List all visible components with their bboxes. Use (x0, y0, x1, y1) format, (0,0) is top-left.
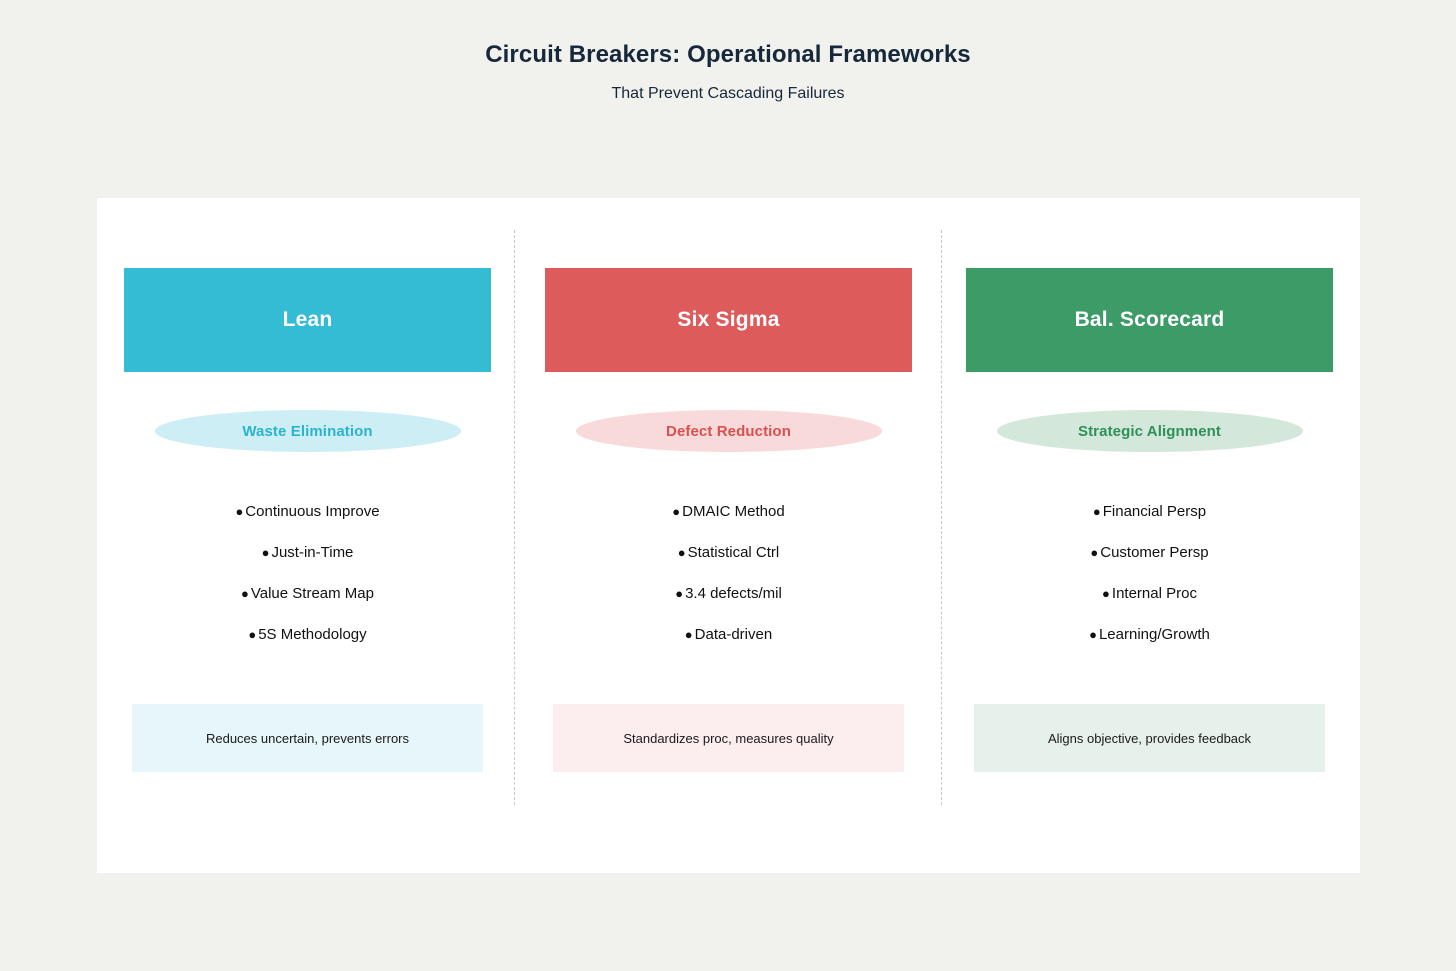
bullet-dot-icon: ● (1102, 586, 1110, 601)
list-item-label: DMAIC Method (682, 503, 785, 520)
title-block: Circuit Breakers: Operational Frameworks… (0, 0, 1456, 103)
list-item: ●DMAIC Method (518, 504, 939, 519)
list-item-label: Internal Proc (1111, 585, 1197, 602)
bullet-dot-icon: ● (684, 627, 693, 642)
column-header[interactable]: Lean (124, 268, 491, 372)
page-title: Circuit Breakers: Operational Frameworks (485, 41, 971, 68)
page-subtitle: That Prevent Cascading Failures (611, 85, 845, 102)
list-item-label: Customer Persp (1100, 544, 1209, 561)
list-item: ●Data-driven (518, 627, 939, 642)
column-header-label: Bal. Scorecard (1074, 308, 1225, 331)
column-tagline-label: Defect Reduction (666, 422, 791, 440)
column-header[interactable]: Six Sigma (545, 268, 912, 372)
list-item: ●Value Stream Map (97, 586, 518, 601)
list-item: ●Learning/Growth (939, 627, 1360, 642)
list-item-label: Learning/Growth (1098, 626, 1210, 643)
bullet-dot-icon: ● (1090, 545, 1099, 560)
column-tagline-pill: Strategic Alignment (996, 410, 1303, 452)
column-divider-2 (941, 230, 942, 805)
list-item-label: 3.4 defects/mil (685, 585, 782, 602)
bullet-dot-icon: ● (241, 586, 249, 601)
list-item-label: Value Stream Map (250, 585, 374, 602)
list-item: ●Statistical Ctrl (518, 545, 939, 560)
list-item: ●Financial Persp (939, 504, 1360, 519)
bullet-dot-icon: ● (675, 586, 684, 601)
list-item: ●5S Methodology (97, 627, 518, 642)
column-tagline-pill: Defect Reduction (575, 410, 882, 452)
column-header-label: Six Sigma (677, 308, 780, 331)
column-divider-1 (514, 230, 515, 805)
column-header[interactable]: Bal. Scorecard (966, 268, 1333, 372)
bullet-dot-icon: ● (1092, 504, 1101, 519)
list-item: ●Continuous Improve (97, 504, 518, 519)
list-item: ●Customer Persp (939, 545, 1360, 560)
column-feature-list: ●Continuous Improve●Just-in-Time●Value S… (97, 504, 518, 642)
column-summary-label: Reduces uncertain, prevents errors (205, 730, 410, 746)
list-item: ●Internal Proc (939, 586, 1360, 601)
bullet-dot-icon: ● (235, 504, 244, 519)
list-item-label: Statistical Ctrl (687, 544, 780, 561)
column-summary-label: Aligns objective, provides feedback (1047, 730, 1252, 746)
column-summary-box: Aligns objective, provides feedback (974, 704, 1325, 772)
column-tagline-pill: Waste Elimination (154, 410, 461, 452)
column-tagline-label: Waste Elimination (242, 422, 373, 440)
bullet-dot-icon: ● (677, 545, 686, 560)
list-item: ●3.4 defects/mil (518, 586, 939, 601)
list-item-label: Financial Persp (1102, 503, 1207, 520)
bullet-dot-icon: ● (672, 504, 681, 519)
column-tagline-label: Strategic Alignment (1077, 422, 1222, 440)
list-item: ●Just-in-Time (97, 545, 518, 560)
list-item-label: Just-in-Time (271, 544, 354, 561)
column-feature-list: ●DMAIC Method●Statistical Ctrl●3.4 defec… (518, 504, 939, 642)
bullet-dot-icon: ● (248, 627, 257, 642)
bullet-dot-icon: ● (261, 545, 270, 560)
list-item-label: 5S Methodology (258, 626, 367, 643)
column-header-label: Lean (282, 308, 333, 331)
column-feature-list: ●Financial Persp●Customer Persp●Internal… (939, 504, 1360, 642)
column-summary-box: Standardizes proc, measures quality (553, 704, 904, 772)
bullet-dot-icon: ● (1089, 627, 1097, 642)
list-item-label: Continuous Improve (245, 503, 380, 520)
column-summary-label: Standardizes proc, measures quality (623, 730, 834, 746)
list-item-label: Data-driven (694, 626, 773, 643)
column-summary-box: Reduces uncertain, prevents errors (132, 704, 483, 772)
